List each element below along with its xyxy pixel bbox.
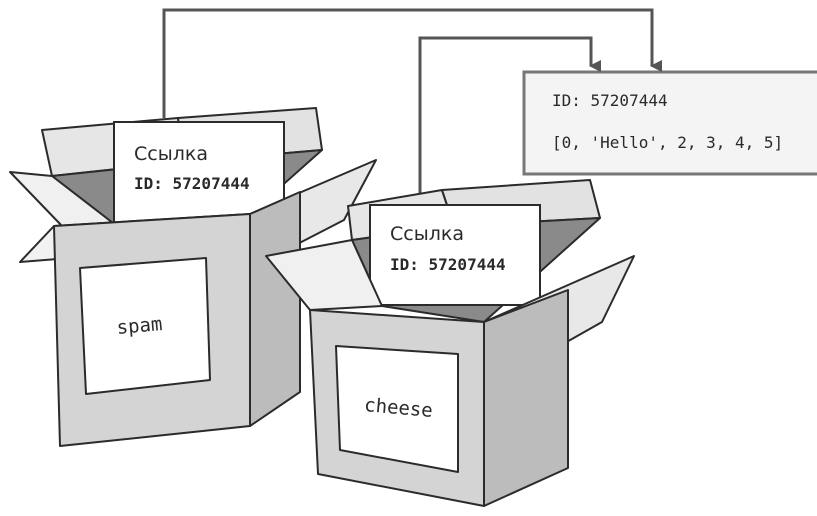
list-object-value: [0, 'Hello', 2, 3, 4, 5] [552,133,783,152]
cheese-card-id: ID: 57207444 [390,255,506,274]
list-object-box: ID: 57207444 [0, 'Hello', 2, 3, 4, 5] [524,72,817,174]
cheese-box-side [484,290,568,506]
spam-card-title: Ссылка [134,143,208,165]
list-object-frame [524,72,817,174]
cheese-reference-card: Ссылка ID: 57207444 [370,205,540,305]
spam-box-side [250,192,300,426]
spam-card-id: ID: 57207444 [134,174,250,193]
spam-variable-name: spam [116,313,164,339]
list-object-id: ID: 57207444 [552,91,668,110]
cheese-card-title: Ссылка [390,223,464,245]
